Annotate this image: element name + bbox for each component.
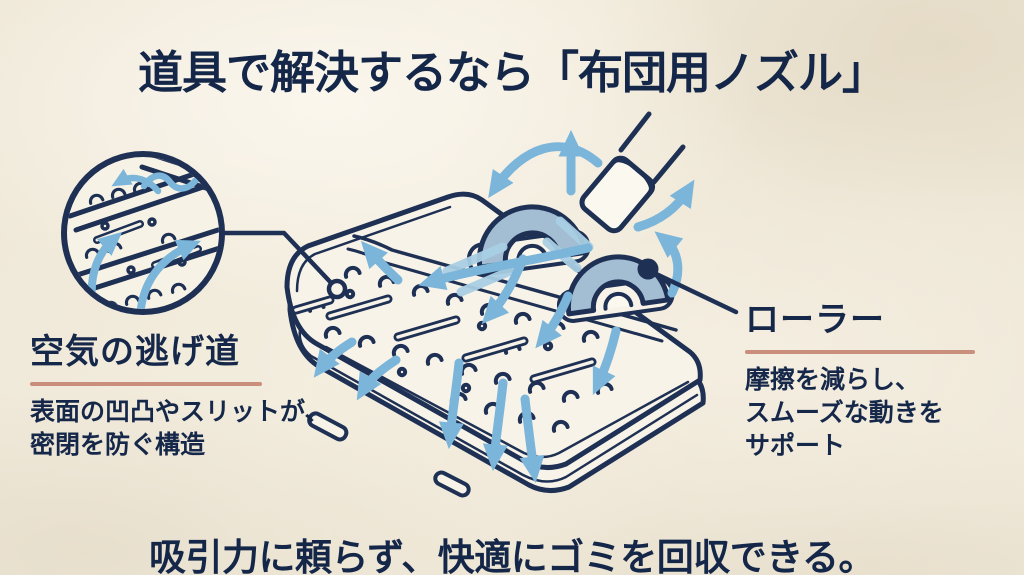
callout-roller-line3: サポート xyxy=(745,432,846,460)
roller-leader-line xyxy=(647,268,739,315)
arrow-right-roller-arc xyxy=(654,231,684,298)
magnifier-arrow-up-2 xyxy=(137,239,201,309)
air-escape-point-marker xyxy=(326,278,348,300)
magnifier-arrow-left xyxy=(111,168,162,195)
magnifier-bumps xyxy=(83,180,187,309)
arrow-out-2 xyxy=(356,355,401,401)
arrow-out-3 xyxy=(438,358,464,450)
wand-line-left xyxy=(618,111,652,153)
wand-tube xyxy=(579,155,656,234)
callout-air-escape-line2: 密閉を防ぐ構造 xyxy=(30,431,206,459)
arrow-over-left-roller xyxy=(488,142,603,199)
magnifier-detail-circle xyxy=(61,151,338,315)
roller-axle-dot xyxy=(637,258,659,280)
arrow-face-down-2 xyxy=(535,291,573,349)
arrow-to-escape-point xyxy=(360,240,403,285)
callout-air-escape-underline xyxy=(30,382,262,386)
magnifier-wave xyxy=(140,172,200,192)
bottom-caption: 吸引力に頼らず、快適にゴミを回収できる。 xyxy=(149,537,875,575)
arrow-up-right xyxy=(633,179,695,232)
callout-roller: ローラー 摩擦を減らし、 スムーズな動きを サポート xyxy=(745,292,975,463)
callout-air-escape: 空気の逃げ道 表面の凹凸やスリットが、 密閉を防ぐ構造 xyxy=(30,324,330,462)
airflow-arrows xyxy=(313,129,695,484)
callout-roller-line1: 摩擦を減らし、 xyxy=(745,366,921,394)
wand-line-right xyxy=(651,144,686,185)
airflow-streaks xyxy=(442,216,594,297)
callout-roller-underline xyxy=(745,350,975,354)
arrow-out-5 xyxy=(519,394,545,484)
arrow-out-4 xyxy=(482,378,508,472)
callout-air-escape-line1: 表面の凹凸やスリットが、 xyxy=(30,398,330,426)
arrow-out-1 xyxy=(313,337,357,378)
nozzle-top-face xyxy=(284,191,703,470)
arrow-face-down-3 xyxy=(592,326,621,396)
magnifier-connector-line xyxy=(219,230,338,290)
callout-roller-line2: スムーズな動きを xyxy=(745,399,944,427)
page-title: 道具で解決するなら「布団用ノズル」 xyxy=(137,47,887,98)
surface-slits xyxy=(291,294,597,384)
callout-air-escape-heading: 空気の逃げ道 xyxy=(30,333,240,371)
callout-roller-heading: ローラー xyxy=(745,301,885,339)
arrow-face-sweep xyxy=(418,243,593,290)
arrow-face-down-1 xyxy=(481,254,528,324)
